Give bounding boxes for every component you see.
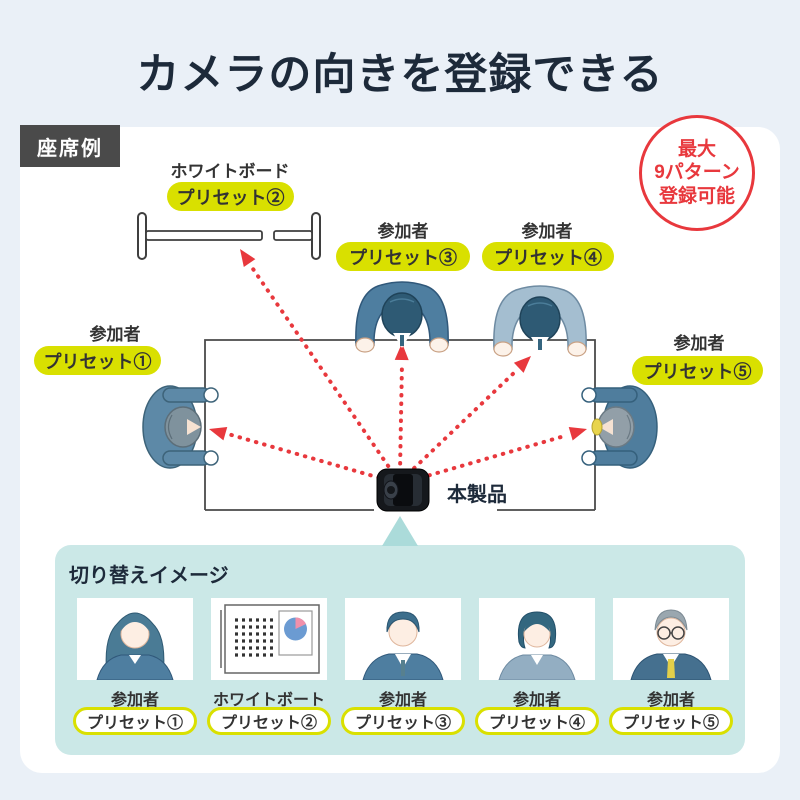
senior-man-participant-illustration	[630, 609, 712, 680]
switch-item-2-label: ホワイトボート	[212, 692, 325, 709]
participant-top-right-label: 参加者	[521, 222, 573, 241]
switch-item-3-label: 参加者	[378, 692, 427, 709]
participant-right-label: 参加者	[673, 334, 725, 353]
max-patterns-line3: 登録可能	[658, 185, 735, 207]
woman-participant-2-illustration	[498, 611, 576, 680]
page-title: カメラの向きを登録できる	[136, 51, 664, 99]
switch-item-5-label: 参加者	[646, 692, 695, 709]
switch-item-3-preset-pill: プリセット③	[341, 707, 465, 735]
preset-1-pill: プリセット①	[34, 346, 161, 375]
switch-item-2-preset-pill: プリセット②	[207, 707, 331, 735]
whiteboard-chart-illustration	[220, 604, 320, 674]
participant-top-center-label: 参加者	[377, 222, 429, 241]
woman-participant-illustration	[96, 612, 174, 680]
preset-4-pill: プリセット④	[482, 242, 614, 271]
product-label: 本製品	[447, 484, 507, 506]
thumbnail-participant-1	[77, 598, 193, 680]
switch-image-heading: 切り替えイメージ	[69, 565, 229, 587]
thumbnail-participant-5	[613, 598, 729, 680]
participant-left-label: 参加者	[89, 325, 141, 344]
thumbnail-participant-3	[345, 598, 461, 680]
whiteboard-label: ホワイトボード	[170, 162, 290, 181]
preset-3-pill: プリセット③	[336, 242, 470, 271]
man-participant-illustration	[362, 611, 444, 680]
thumbnail-participant-4	[479, 598, 595, 680]
thumbnail-whiteboard	[211, 598, 327, 680]
switch-item-4-label: 参加者	[512, 692, 561, 709]
switch-item-5-preset-pill: プリセット⑤	[609, 707, 733, 735]
switch-item-4-preset-pill: プリセット④	[475, 707, 599, 735]
preset-2-pill: プリセット②	[167, 182, 294, 211]
max-patterns-badge: 最大 9パターン 登録可能	[639, 115, 755, 231]
max-patterns-line1: 最大	[677, 139, 716, 161]
switch-item-1-preset-pill: プリセット①	[73, 707, 197, 735]
max-patterns-line2: 9パターン	[654, 162, 740, 184]
preset-5-pill: プリセット⑤	[632, 356, 763, 385]
seating-example-badge: 座席例	[20, 125, 120, 167]
switch-item-1-label: 参加者	[110, 692, 159, 709]
